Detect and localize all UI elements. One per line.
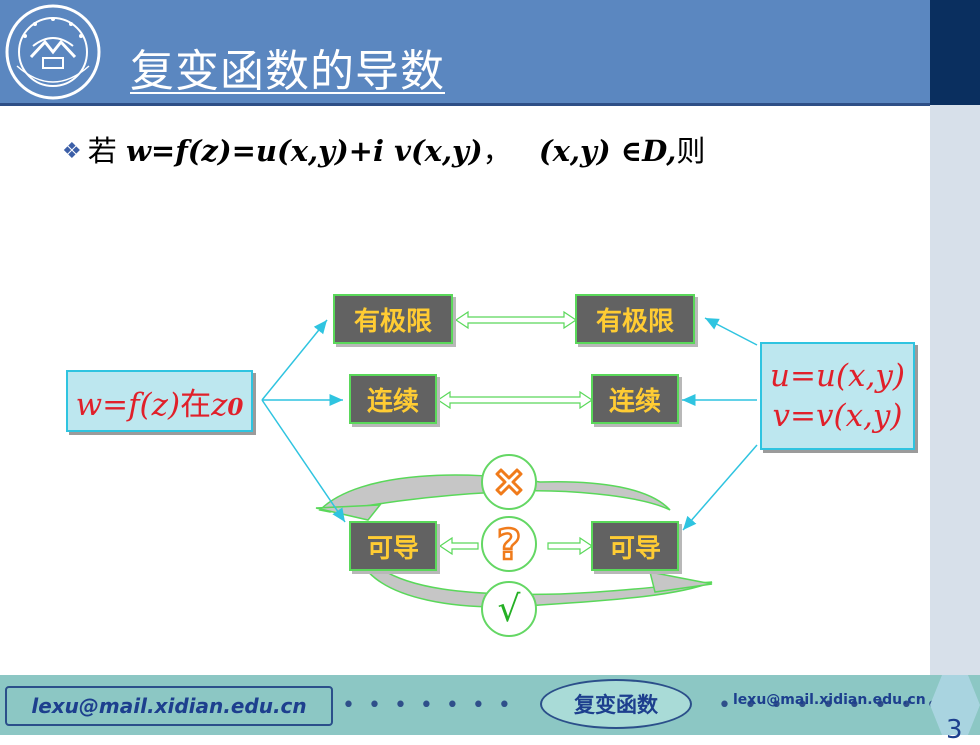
cross-icon	[495, 468, 523, 496]
function-at-z0-box: w=f(z)在z0	[66, 370, 253, 432]
at-label: 在	[180, 386, 212, 423]
arrow-right-to-deriv	[682, 444, 758, 531]
check-mark: √	[497, 588, 521, 630]
title-bar	[0, 0, 930, 105]
page-hexagon-icon	[930, 675, 980, 735]
domain-expression: (x,y) ∈D,	[538, 134, 677, 168]
check-circle: √	[481, 581, 537, 637]
double-arrow-limit	[454, 310, 578, 330]
continuity-box-left: 连续	[349, 374, 437, 424]
z-subscript: 0	[227, 393, 244, 421]
footer-course-oval[interactable]: 复变函数	[540, 679, 692, 729]
footer-dots-left: •••••••	[342, 693, 524, 718]
arrow-left-to-deriv	[261, 399, 346, 523]
lower-swirl-arrow	[358, 559, 713, 608]
page-number: 3	[946, 715, 963, 745]
comma: ，	[482, 134, 512, 168]
v-equation: v=v(x,y)	[772, 398, 903, 434]
footer-email-right[interactable]: lexu@mail.xidian.edu.cn	[733, 692, 926, 708]
arrow-question-to-left-deriv	[438, 536, 479, 556]
continuity-box-right: 连续	[591, 374, 679, 424]
footer-bar: lexu@mail.xidian.edu.cn ••••••• 复变函数 •••…	[0, 675, 980, 745]
function-w-label: w=f(z)	[75, 386, 181, 423]
footer-dots-right: •••••••••	[718, 693, 952, 718]
limit-box-left: 有极限	[333, 294, 453, 344]
double-arrow-cont	[436, 390, 594, 410]
word-ze: 则	[676, 134, 706, 168]
uv-component-box: u=u(x,y) v=v(x,y)	[760, 342, 915, 450]
page-title: 复变函数的导数	[130, 46, 445, 97]
limit-box-right: 有极限	[575, 294, 695, 344]
footer-email-left[interactable]: lexu@mail.xidian.edu.cn	[5, 686, 333, 726]
university-logo	[5, 4, 101, 100]
function-expression: w=f(z)=u(x,y)+i v(x,y)	[125, 134, 483, 168]
right-side-bar	[930, 105, 980, 675]
derivative-box-left: 可导	[349, 521, 437, 571]
u-equation: u=u(x,y)	[770, 358, 905, 394]
derivative-box-right: 可导	[591, 521, 679, 571]
bullet-diamond-icon: ❖	[62, 139, 82, 164]
title-underline-stripe	[0, 103, 930, 106]
arrow-right-to-limit	[704, 317, 758, 346]
arrow-question-to-right-deriv	[547, 536, 594, 556]
question-circle: ?	[481, 516, 537, 572]
word-ruo: 若	[87, 134, 117, 168]
question-mark: ?	[496, 518, 523, 570]
condition-statement: ❖若 w=f(z)=u(x,y)+i v(x,y)， (x,y) ∈D,则	[62, 128, 705, 170]
upper-swirl-arrow	[318, 474, 671, 513]
cross-circle	[481, 454, 537, 510]
function-at-z0-label: w=f(z)在z0	[76, 379, 244, 424]
corner-block	[930, 0, 980, 105]
upper-swirl-head	[315, 504, 382, 521]
arrow-left-to-limit	[261, 319, 328, 401]
lower-swirl-head	[648, 571, 713, 593]
z-label: z	[211, 386, 228, 423]
